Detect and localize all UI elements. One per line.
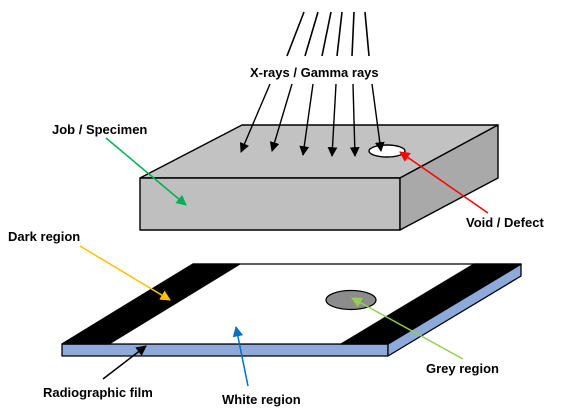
film-label: Radiographic film <box>43 385 153 400</box>
film-front-edge <box>61 343 389 357</box>
ray-stub <box>286 11 305 57</box>
ray-stub <box>336 11 343 57</box>
ray-arrows <box>239 83 385 157</box>
film-dark-band-left <box>61 263 241 345</box>
specimen-side-face <box>399 124 499 231</box>
dark-region-label: Dark region <box>8 229 80 244</box>
white-pointer-arrow <box>232 325 249 387</box>
specimen-block <box>139 124 499 231</box>
ray-arrow <box>349 83 360 157</box>
ray-stub <box>321 11 332 57</box>
grey-pointer-arrow <box>351 297 464 360</box>
ray-arrow <box>371 83 385 152</box>
film-dark-band-right <box>340 263 522 345</box>
specimen-pointer-arrow <box>105 137 187 206</box>
ray-arrow <box>327 83 338 157</box>
void-pointer-arrow <box>399 151 489 214</box>
ray-arrow <box>299 83 314 156</box>
ray-stub <box>351 11 355 57</box>
ray-arrow <box>239 83 271 153</box>
film-pointer-arrow <box>102 345 147 380</box>
ray-stub <box>364 11 370 57</box>
ray-arrow <box>269 83 293 152</box>
specimen-label: Job / Specimen <box>52 122 147 137</box>
rays-label: X-rays / Gamma rays <box>250 65 379 80</box>
white-region-label: White region <box>222 392 301 407</box>
dark-pointer-arrow <box>79 245 171 301</box>
grey-region-label: Grey region <box>426 361 499 376</box>
radiographic-film <box>61 263 522 357</box>
ray-stubs <box>286 11 370 57</box>
ray-stub <box>304 11 319 57</box>
void-ellipse <box>368 144 406 158</box>
void-label: Void / Defect <box>466 215 544 230</box>
specimen-front-face <box>139 177 401 231</box>
